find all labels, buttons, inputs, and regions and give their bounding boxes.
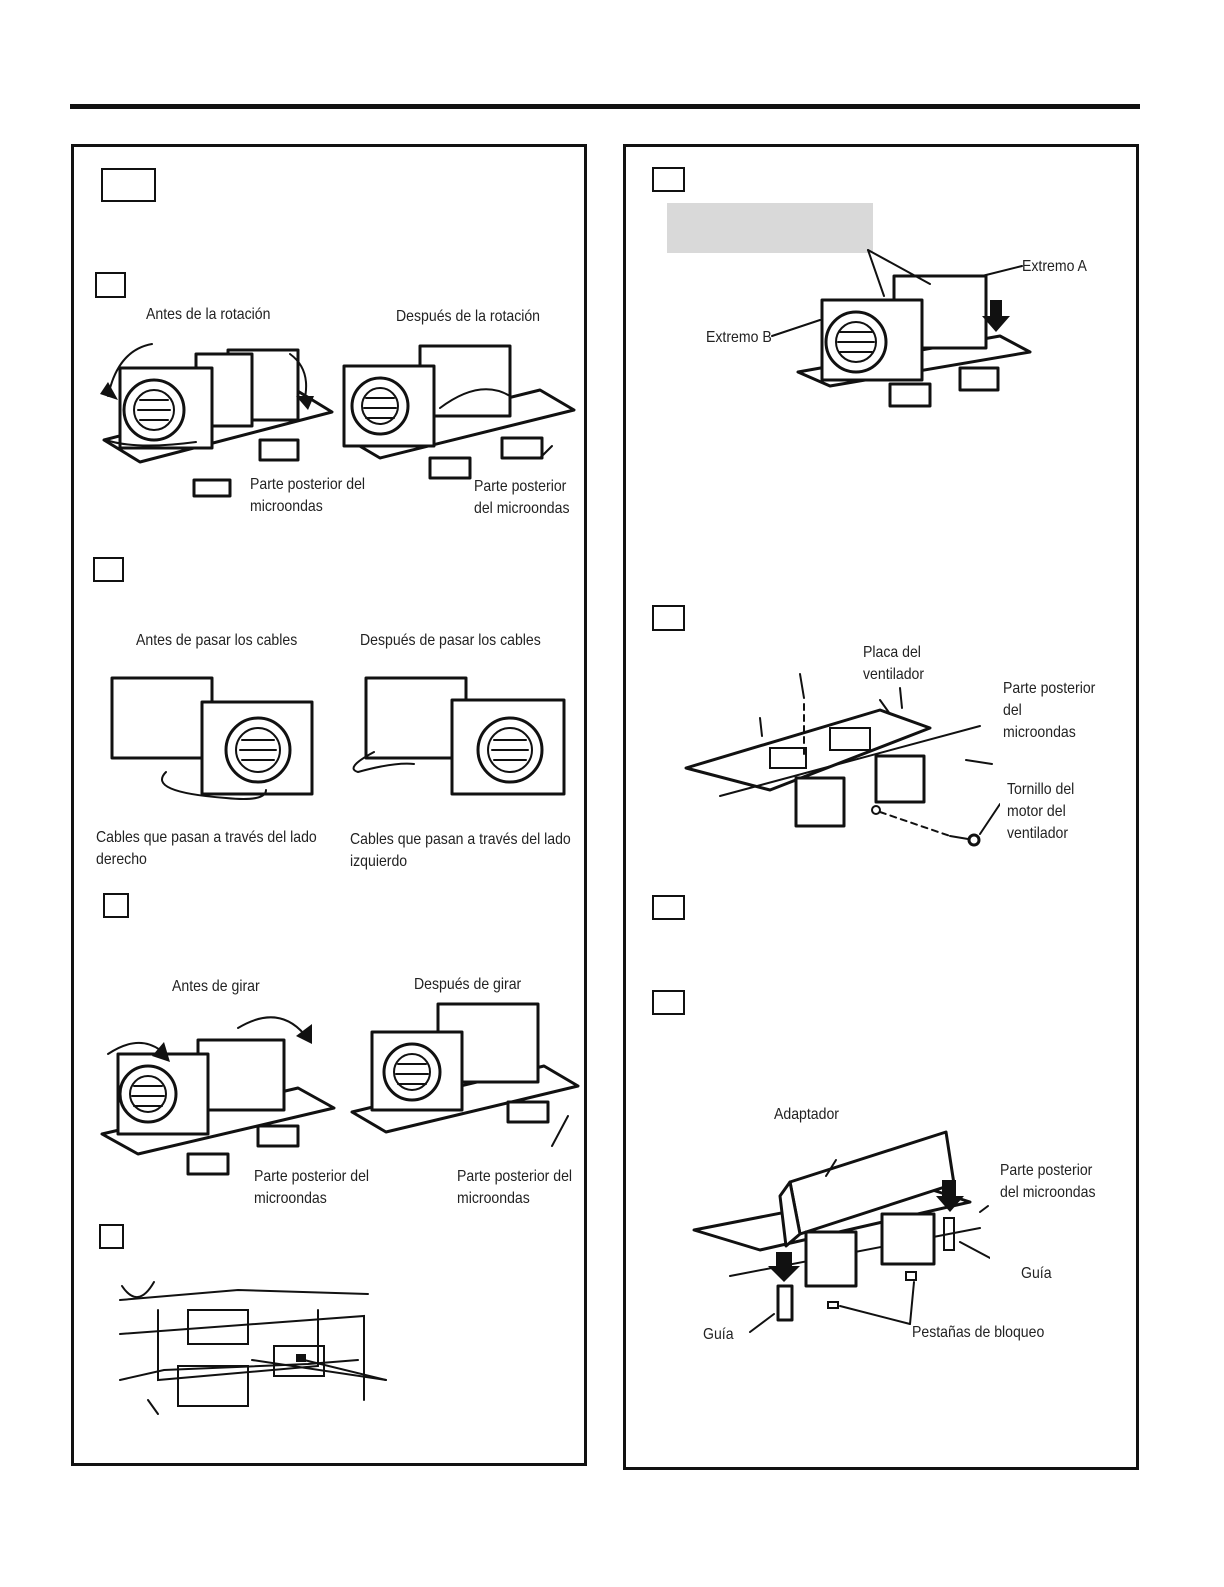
step-box	[652, 167, 685, 192]
after-rotation-label: Después de la rotación	[396, 308, 541, 325]
fan-after-rotation-illustration	[342, 344, 576, 480]
fan-ends-illustration	[771, 249, 1032, 408]
fan-before-turn-illustration	[100, 1016, 336, 1176]
after-wiring-label: Después de pasar los cables	[360, 632, 541, 649]
rear-label: Parte posterior del microondas	[474, 478, 570, 517]
adapter-illustration	[692, 1130, 990, 1333]
highlight-box	[667, 203, 873, 253]
header-rule	[70, 104, 1140, 109]
before-wiring-label: Antes de pasar los cables	[136, 632, 298, 649]
step-box	[95, 272, 126, 298]
fan-motor-screw-label: Tornillo del motor del ventilador	[1007, 781, 1075, 842]
step-box	[93, 557, 124, 582]
after-turn-label: Después de girar	[414, 976, 522, 993]
rear-label: Parte posterior del microondas	[1003, 680, 1096, 741]
guide-label-left: Guía	[703, 1326, 734, 1343]
before-rotation-label: Antes de la rotación	[146, 306, 271, 323]
fan-plate-illustration	[684, 673, 1000, 847]
right-side-cables-label: Cables que pasan a través del lado derec…	[96, 829, 317, 868]
before-turn-label: Antes de girar	[172, 978, 260, 995]
rear-label: Parte posterior del microondas	[1000, 1162, 1096, 1201]
step-box	[652, 990, 685, 1015]
rear-label: Parte posterior del microondas	[250, 476, 366, 515]
rear-label: Parte posterior del microondas	[254, 1168, 370, 1207]
end-b-label: Extremo B	[706, 329, 772, 346]
cabinet-opening-illustration	[119, 1281, 387, 1415]
fan-after-turn-illustration	[350, 1002, 580, 1147]
cables-right-side-illustration	[110, 676, 314, 800]
step-box-large	[101, 168, 156, 202]
fan-before-rotation-illustration	[100, 343, 334, 498]
cables-left-side-illustration	[352, 676, 566, 796]
locking-tabs-label: Pestañas de bloqueo	[912, 1324, 1045, 1341]
guide-label-right: Guía	[1021, 1265, 1052, 1282]
step-box	[652, 605, 685, 631]
end-a-label: Extremo A	[1022, 258, 1087, 275]
rear-label: Parte posterior del microondas	[457, 1168, 573, 1207]
fan-plate-label: Placa del ventilador	[863, 644, 925, 683]
step-box	[103, 893, 129, 918]
step-box	[652, 895, 685, 920]
adapter-label: Adaptador	[774, 1106, 839, 1123]
right-instruction-panel	[623, 144, 1139, 1470]
left-side-cables-label: Cables que pasan a través del lado izqui…	[350, 831, 571, 870]
step-box	[99, 1224, 124, 1249]
left-instruction-panel	[71, 144, 587, 1466]
